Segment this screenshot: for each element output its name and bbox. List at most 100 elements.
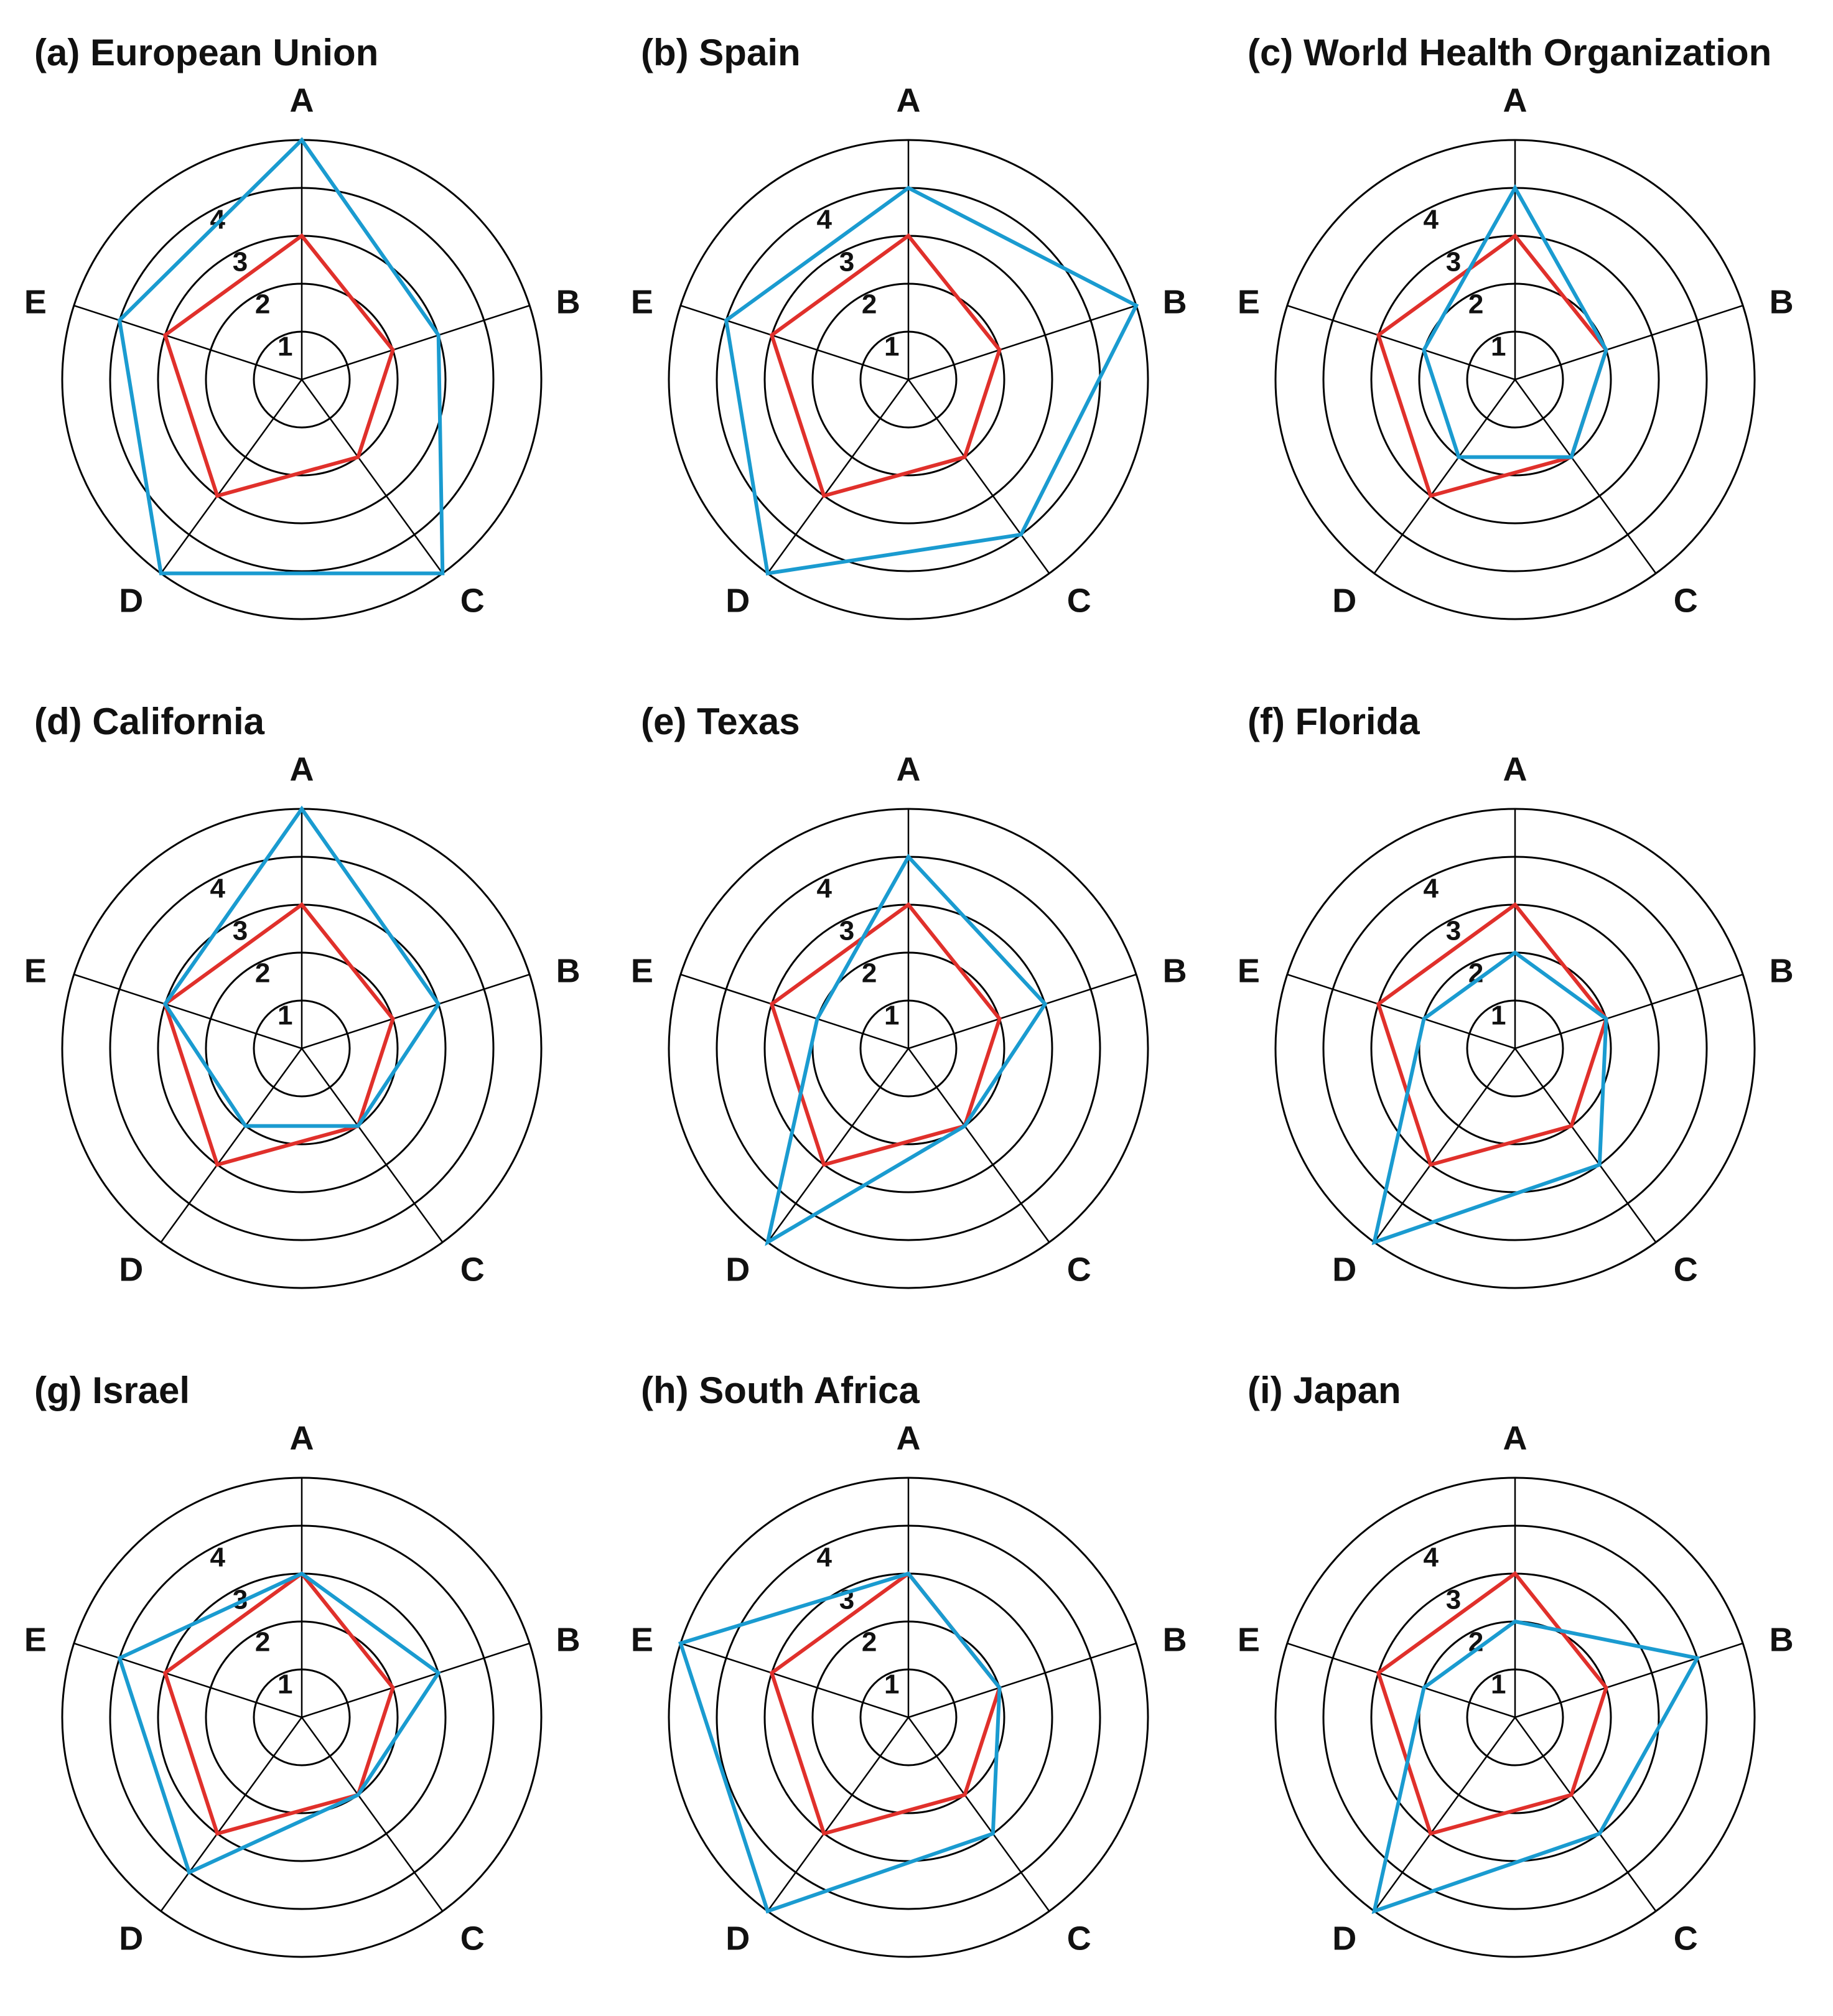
- spoke-e: [73, 973, 302, 1050]
- axis-label-b: B: [1163, 1621, 1187, 1658]
- ring-label-1: 1: [884, 1669, 899, 1699]
- spoke-d: [1373, 1048, 1516, 1243]
- axis-label-b: B: [1770, 283, 1794, 320]
- ring-label-1: 1: [1491, 1000, 1506, 1030]
- spoke-e: [1287, 973, 1516, 1050]
- axis-label-e: E: [24, 283, 47, 320]
- panel-title: (c) World Health Organization: [1248, 32, 1772, 73]
- spoke-b: [1514, 1642, 1743, 1719]
- axis-label-c: C: [1067, 582, 1091, 620]
- axis-label-a: A: [897, 1419, 921, 1457]
- spoke-e: [680, 304, 909, 381]
- spoke-c: [907, 1048, 1050, 1243]
- panel-title: (a) European Union: [34, 32, 379, 73]
- series-blue-polygon: [765, 853, 1048, 1246]
- spoke-d: [1373, 379, 1516, 574]
- ring-label-2: 2: [862, 289, 877, 319]
- axis-label-d: D: [119, 582, 143, 620]
- axis-label-a: A: [897, 750, 921, 788]
- axis-label-d: D: [119, 1920, 143, 1958]
- spoke-e: [1287, 304, 1516, 381]
- axis-label-b: B: [556, 952, 581, 989]
- axis-label-e: E: [631, 283, 653, 320]
- axis-label-e: E: [631, 952, 653, 989]
- ring-label-4: 4: [1424, 1542, 1439, 1572]
- spoke-b: [1514, 304, 1743, 381]
- ring-label-4: 4: [210, 1542, 226, 1572]
- axis-label-d: D: [1332, 582, 1356, 620]
- spoke-c: [1514, 1717, 1657, 1912]
- axis-label-a: A: [1503, 82, 1528, 119]
- ring-label-4: 4: [210, 873, 226, 903]
- panel-title: (f) Florida: [1248, 701, 1420, 742]
- axis-label-e: E: [1238, 283, 1260, 320]
- axis-label-e: E: [24, 1621, 47, 1658]
- ring-label-3: 3: [1446, 246, 1461, 277]
- ring-label-1: 1: [884, 331, 899, 362]
- axis-label-a: A: [290, 82, 314, 119]
- panel-title: (e) Texas: [641, 701, 800, 742]
- ring-label-2: 2: [255, 958, 270, 988]
- ring-label-1: 1: [1491, 331, 1506, 362]
- spoke-b: [301, 304, 530, 381]
- spoke-e: [73, 304, 302, 381]
- series-blue-polygon: [678, 1571, 1002, 1914]
- series-red-polygon: [1376, 233, 1608, 498]
- series-red-polygon: [1376, 1570, 1608, 1836]
- ring-label-1: 1: [278, 331, 292, 362]
- axis-label-a: A: [290, 750, 314, 788]
- ring-label-3: 3: [233, 246, 248, 277]
- series-red-polygon: [769, 902, 1002, 1167]
- spoke-d: [767, 1717, 910, 1912]
- ring-label-3: 3: [839, 915, 854, 946]
- ring-label-4: 4: [817, 204, 833, 235]
- ring-label-3: 3: [1446, 1584, 1461, 1615]
- axis-label-c: C: [1067, 1920, 1091, 1958]
- series-red-polygon: [162, 902, 395, 1167]
- ring-label-2: 2: [255, 289, 270, 319]
- ring-label-4: 4: [817, 1542, 833, 1572]
- spoke-d: [160, 379, 303, 574]
- spoke-e: [680, 1642, 909, 1719]
- spoke-e: [73, 1642, 302, 1719]
- axis-label-c: C: [460, 582, 485, 620]
- ring-label-4: 4: [817, 873, 833, 903]
- spoke-b: [908, 973, 1137, 1050]
- series-blue-polygon: [162, 805, 441, 1128]
- axis-label-c: C: [1674, 1251, 1698, 1289]
- axis-label-b: B: [556, 283, 581, 320]
- axis-label-c: C: [1067, 1251, 1091, 1289]
- ring-label-4: 4: [1424, 873, 1439, 903]
- axis-label-a: A: [1503, 1419, 1528, 1457]
- series-red-polygon: [1376, 902, 1608, 1167]
- axis-label-c: C: [460, 1920, 485, 1958]
- series-red-polygon: [162, 233, 395, 498]
- axis-label-e: E: [24, 952, 47, 989]
- axis-label-c: C: [460, 1251, 485, 1289]
- ring-label-2: 2: [255, 1626, 270, 1657]
- spoke-b: [908, 1642, 1137, 1719]
- ring-label-2: 2: [1468, 289, 1483, 319]
- ring-label-3: 3: [233, 915, 248, 946]
- series-blue-polygon: [1371, 1619, 1700, 1915]
- spoke-b: [301, 1642, 530, 1719]
- series-blue-polygon: [1422, 184, 1608, 459]
- series-red-polygon: [162, 1570, 395, 1836]
- axis-label-e: E: [1238, 952, 1260, 989]
- axis-label-c: C: [1674, 582, 1698, 620]
- spoke-d: [160, 1717, 303, 1912]
- series-blue-polygon: [724, 185, 1139, 576]
- axis-label-c: C: [1674, 1920, 1698, 1958]
- axis-label-e: E: [631, 1621, 653, 1658]
- panel-title: (i) Japan: [1248, 1370, 1401, 1411]
- spoke-c: [907, 1717, 1050, 1912]
